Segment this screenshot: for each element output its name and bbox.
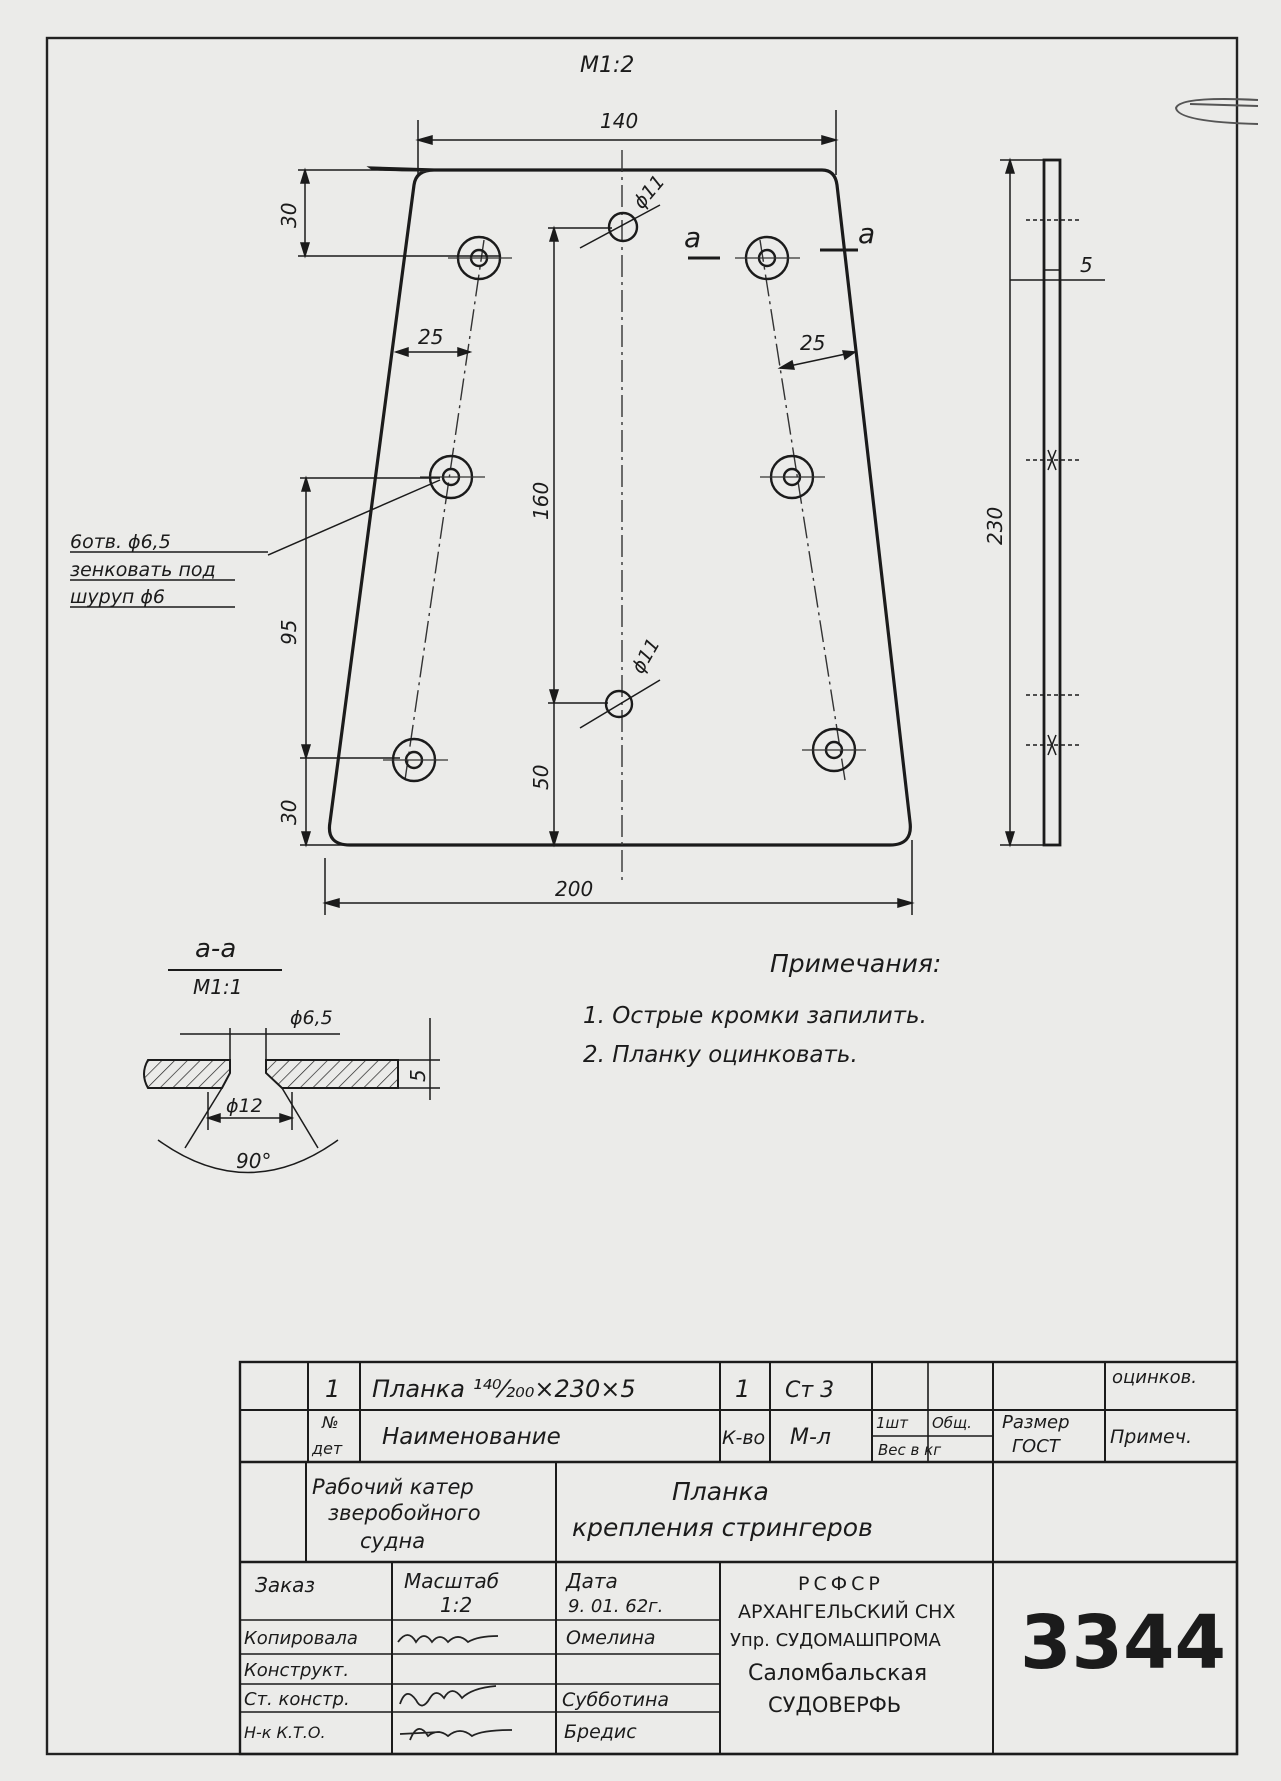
org-line-2: АРХАНГЕЛЬСКИЙ СНХ — [738, 1600, 955, 1623]
hdr-material: М-л — [790, 1425, 831, 1450]
notes: Примечания: 1. Острые кромки запилить. 2… — [583, 949, 941, 1068]
section-hole-dia: ϕ6,5 — [290, 1007, 333, 1029]
center-hole-bottom — [604, 689, 634, 719]
right-hole-axis — [759, 239, 846, 781]
scale-value: 1:2 — [440, 1593, 472, 1617]
org-line-3: Упр. СУДОМАШПРОМА — [730, 1630, 942, 1651]
plate-side-view: 230 5 — [983, 157, 1105, 848]
center-hole-top — [607, 211, 639, 243]
spec-note: оцинков. — [1112, 1367, 1197, 1388]
dim-95: 95 — [277, 620, 301, 645]
order-label: Заказ — [255, 1573, 315, 1597]
project-line-1: Рабочий катер — [312, 1475, 474, 1499]
section-thickness: 5 — [406, 1069, 430, 1082]
scale-label: Масштаб — [404, 1569, 499, 1593]
signature-2-icon — [399, 1685, 497, 1707]
role-designed: Конструкт. — [244, 1660, 349, 1681]
role-head: Н-к К.Т.О. — [244, 1723, 326, 1742]
section-angle: 90° — [236, 1149, 271, 1173]
role-senior: Ст. констр. — [244, 1689, 350, 1710]
note-2: 2. Планку оцинковать. — [583, 1042, 858, 1068]
hdr-qty: К-во — [722, 1427, 765, 1449]
signature-1-icon — [397, 1634, 499, 1644]
dim-25-right: 25 — [800, 331, 825, 355]
role-copied: Копировала — [244, 1628, 358, 1649]
hole-callout-line-2: зенковать под — [70, 559, 216, 581]
spec-name: Планка ¹⁴⁰⁄₂₀₀×230×5 — [372, 1375, 636, 1403]
side-view-body — [1042, 158, 1062, 847]
section-hatch-left — [143, 1059, 231, 1089]
note-1: 1. Острые кромки запилить. — [583, 1003, 927, 1029]
hdr-size-1: Размер — [1002, 1412, 1070, 1433]
section-mark-right: а — [858, 217, 875, 250]
dim-30-top: 30 — [277, 203, 301, 228]
left-hole-axis — [404, 239, 485, 781]
section-title: а-а — [195, 934, 236, 964]
dim-140: 140 — [600, 109, 638, 133]
spec-pos: 1 — [325, 1375, 340, 1403]
hdr-pos-1: № — [321, 1413, 339, 1432]
plate-plan-view: 140 200 30 95 30 160 50 25 25 ϕ11 ϕ11 а … — [70, 109, 915, 915]
name-copied: Омелина — [566, 1627, 656, 1649]
hdr-weight-one: 1шт — [876, 1414, 909, 1432]
date-value: 9. 01. 62г. — [568, 1596, 663, 1617]
hdr-name: Наименование — [382, 1424, 561, 1450]
hdr-note: Примеч. — [1110, 1426, 1192, 1448]
spec-material: Ст 3 — [785, 1378, 834, 1403]
paper-clip-icon — [1174, 98, 1259, 125]
plate-outline — [327, 166, 912, 847]
part-title-2: крепления стрингеров — [572, 1513, 873, 1542]
notes-heading: Примечания: — [770, 949, 941, 978]
hole-callout-line-1: 6отв. ϕ6,5 — [70, 531, 171, 553]
section-hatch-right — [265, 1059, 399, 1089]
org-line-4: Саломбальская — [748, 1661, 927, 1686]
project-line-3: судна — [360, 1529, 425, 1553]
title-block — [238, 1360, 1239, 1756]
dim-30-bottom: 30 — [277, 800, 301, 825]
spec-qty: 1 — [735, 1375, 750, 1403]
hole-callout-line-3: шуруп ϕ6 — [70, 586, 165, 608]
date-label: Дата — [565, 1569, 618, 1593]
hdr-pos-2: дет — [311, 1439, 343, 1458]
section-scale: М1:1 — [193, 975, 242, 999]
signature-3-icon — [399, 1728, 513, 1741]
dim-50: 50 — [529, 765, 553, 790]
hdr-size-2: ГОСТ — [1012, 1436, 1062, 1457]
section-countersink-dia: ϕ12 — [226, 1095, 263, 1117]
hdr-weight: Вес в кг — [878, 1441, 941, 1459]
org-line-1: РСФСР — [798, 1573, 884, 1595]
section-a-a: а-а М1:1 ϕ6,5 ϕ12 90° 5 — [143, 934, 440, 1174]
side-dim-230: 230 — [983, 507, 1007, 545]
section-mark-left: а — [684, 221, 701, 254]
project-line-2: зверобойного — [328, 1501, 481, 1525]
part-title-1: Планка — [672, 1477, 769, 1506]
dim-160: 160 — [529, 482, 553, 520]
name-senior: Субботина — [562, 1689, 669, 1711]
org-line-5: СУДОВЕРФЬ — [768, 1693, 901, 1717]
drawing-number: 3344 — [1020, 1600, 1226, 1686]
title-block-text: 1 Планка ¹⁴⁰⁄₂₀₀×230×5 1 Ст 3 оцинков. №… — [244, 1367, 1226, 1743]
top-scale-label: М1:2 — [580, 53, 634, 78]
dim-25-left: 25 — [418, 325, 443, 349]
hdr-weight-total: Общ. — [932, 1414, 972, 1432]
side-dim-5: 5 — [1080, 253, 1093, 277]
dim-200: 200 — [555, 877, 593, 901]
name-head: Бредис — [564, 1721, 637, 1743]
